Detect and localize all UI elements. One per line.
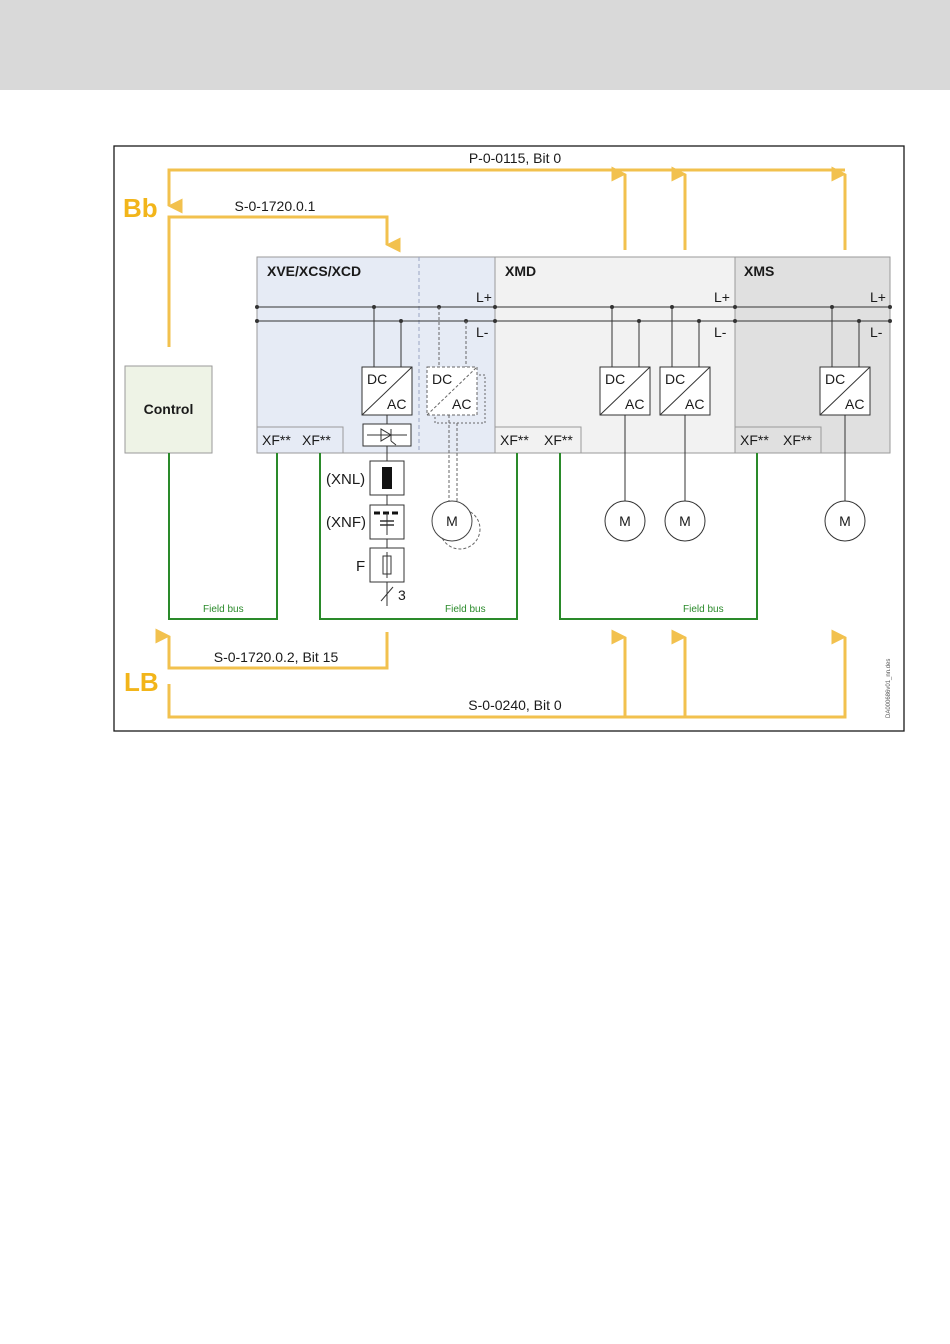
svg-text:XF**: XF**: [262, 432, 291, 448]
fieldbus-label-1: Field bus: [203, 604, 244, 615]
svg-text:DC: DC: [367, 371, 387, 387]
xmd-lminus-label: L-: [714, 324, 727, 340]
xms-lplus-label: L+: [870, 289, 886, 305]
svg-text:XF**: XF**: [783, 432, 812, 448]
xve-dc-ac-converter: DC AC: [362, 367, 412, 415]
svg-text:DC: DC: [665, 371, 685, 387]
xmd-xf-ports: XF** XF**: [495, 427, 581, 453]
svg-text:M: M: [619, 513, 631, 529]
xmd-motor-2: M: [665, 501, 705, 541]
control-label: Control: [144, 401, 194, 417]
module-xms-title: XMS: [744, 263, 774, 279]
xmd-lplus-label: L+: [714, 289, 730, 305]
xve-lplus-label: L+: [476, 289, 492, 305]
xms-motor: M: [825, 501, 865, 541]
svg-text:AC: AC: [625, 396, 644, 412]
bb-label: Bb: [123, 193, 158, 223]
svg-text:XF**: XF**: [740, 432, 769, 448]
xmd-converter-2: DC AC: [660, 367, 710, 415]
signal-s1720-1: S-0-1720.0.1: [235, 198, 316, 214]
signal-s0240: S-0-0240, Bit 0: [468, 697, 562, 713]
three-phase-label: 3: [398, 587, 406, 603]
lb-label: LB: [124, 667, 159, 697]
svg-text:AC: AC: [845, 396, 864, 412]
svg-text:AC: AC: [685, 396, 704, 412]
svg-text:M: M: [679, 513, 691, 529]
choke-xnl-symbol: [370, 461, 404, 495]
xms-xf-ports: XF** XF**: [735, 427, 821, 453]
signal-s1720-2: S-0-1720.0.2, Bit 15: [214, 649, 339, 665]
svg-text:XF**: XF**: [302, 432, 331, 448]
xms-converter: DC AC: [820, 367, 870, 415]
xve-optional-converter: DC AC: [427, 367, 485, 423]
svg-text:DC: DC: [605, 371, 625, 387]
svg-text:DC: DC: [432, 371, 452, 387]
module-xms-box: [735, 257, 890, 453]
svg-text:XF**: XF**: [544, 432, 573, 448]
filter-xnf-label: (XNF): [326, 514, 366, 531]
xmd-converter-1: DC AC: [600, 367, 650, 415]
svg-text:DC: DC: [825, 371, 845, 387]
svg-text:M: M: [446, 513, 458, 529]
svg-text:M: M: [839, 513, 851, 529]
svg-text:AC: AC: [452, 396, 471, 412]
xve-lminus-label: L-: [476, 324, 489, 340]
choke-xnl-label: (XNL): [326, 471, 365, 488]
fuse-label: F: [356, 558, 365, 575]
module-xve-title: XVE/XCS/XCD: [267, 263, 361, 279]
svg-text:AC: AC: [387, 396, 406, 412]
xve-rectifier-symbol: [363, 424, 411, 446]
filter-xnf-symbol: [370, 505, 404, 539]
xms-lminus-label: L-: [870, 324, 883, 340]
fieldbus-label-3: Field bus: [683, 604, 724, 615]
fuse-symbol: [370, 548, 404, 582]
signal-p0115: P-0-0115, Bit 0: [469, 150, 562, 166]
drawing-id: DA000686v01_nn.des: [886, 659, 892, 718]
xve-xf-ports: XF** XF**: [257, 427, 343, 453]
svg-text:XF**: XF**: [500, 432, 529, 448]
fieldbus-label-2: Field bus: [445, 604, 486, 615]
xmd-motor-1: M: [605, 501, 645, 541]
module-xmd-title: XMD: [505, 263, 536, 279]
